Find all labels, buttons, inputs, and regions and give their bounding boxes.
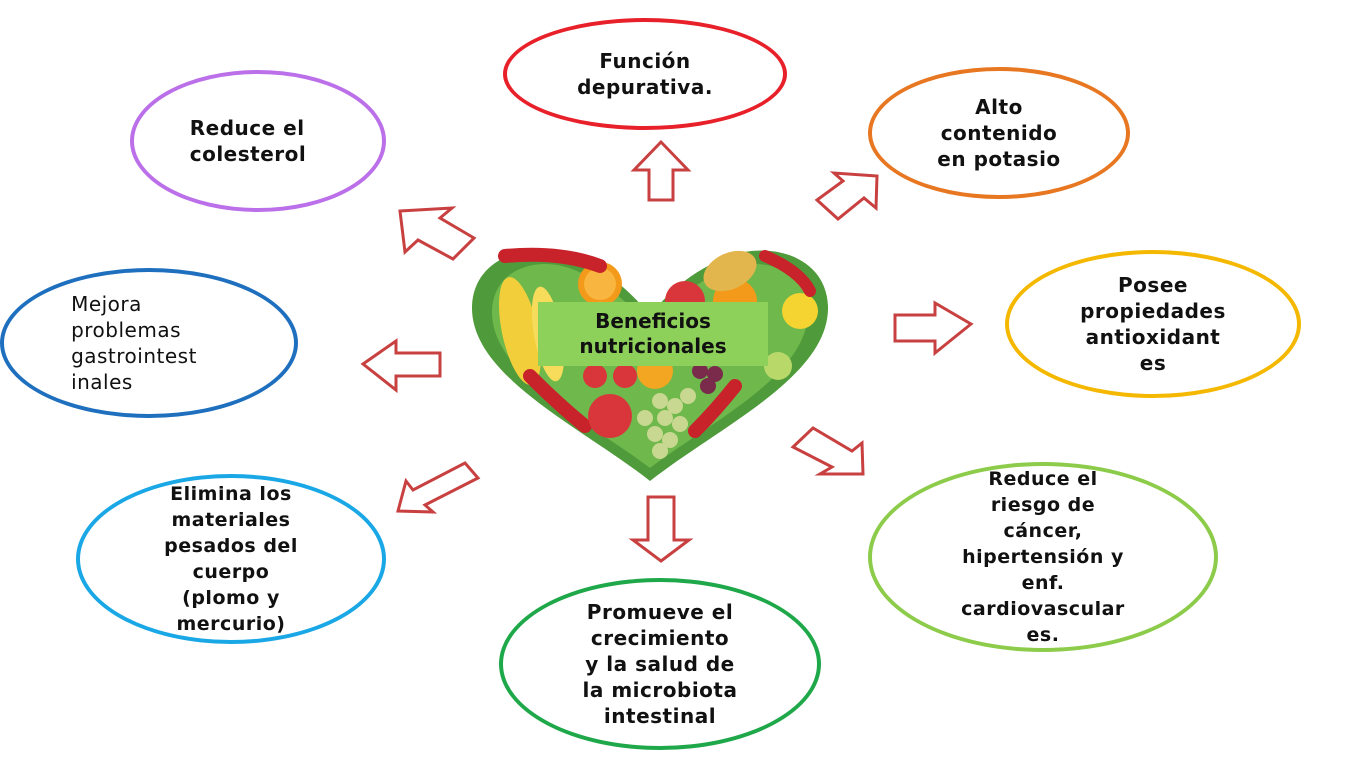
- benefit-colesterol: Reduce el colesterol: [130, 70, 386, 212]
- benefit-cancer: Reduce el riesgo de cáncer, hipertensión…: [868, 462, 1218, 652]
- benefit-text: Promueve el crecimiento y la salud de la…: [582, 600, 738, 728]
- benefit-text: Mejora problemas gastrointest inales: [71, 292, 197, 394]
- benefit-text: Función depurativa.: [577, 49, 713, 99]
- benefit-text: Alto contenido en potasio: [937, 95, 1061, 171]
- center-label-beneficios: Beneficios nutricionales: [538, 302, 768, 366]
- arrow-down-right-icon: [790, 426, 865, 476]
- benefit-gastro: Mejora problemas gastrointest inales: [0, 268, 298, 418]
- benefit-metales: Elimina los materiales pesados del cuerp…: [76, 474, 386, 644]
- arrow-up-icon: [630, 139, 692, 202]
- arrow-right-icon: [893, 300, 974, 357]
- center-label-text: Beneficios nutricionales: [579, 309, 727, 358]
- benefit-text: Reduce el riesgo de cáncer, hipertensión…: [961, 468, 1125, 646]
- benefit-antioxidantes: Posee propiedades antioxidant es: [1005, 250, 1301, 398]
- benefit-depurativa: Función depurativa.: [503, 18, 787, 130]
- benefit-text: Posee propiedades antioxidant es: [1080, 273, 1226, 375]
- benefit-microbiota: Promueve el crecimiento y la salud de la…: [499, 578, 821, 750]
- arrow-left-icon: [360, 338, 442, 394]
- arrow-up-left-icon: [398, 206, 477, 261]
- arrow-up-right-icon: [814, 171, 879, 221]
- arrow-down-icon: [628, 495, 694, 563]
- benefit-text: Elimina los materiales pesados del cuerp…: [164, 483, 298, 635]
- benefit-text: Reduce el colesterol: [189, 116, 307, 166]
- benefit-potasio: Alto contenido en potasio: [868, 67, 1130, 199]
- arrow-down-left-icon: [396, 461, 481, 514]
